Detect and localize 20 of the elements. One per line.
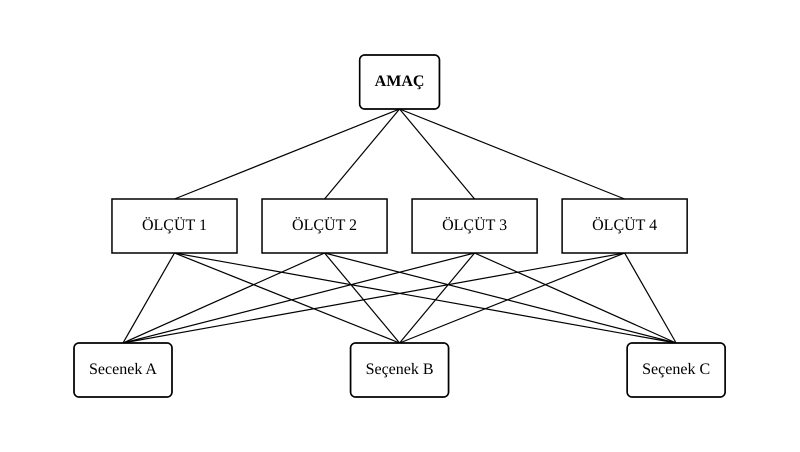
connector xyxy=(400,252,626,344)
node-box: ÖLÇÜT 4 xyxy=(562,198,688,254)
node-box: ÖLÇÜT 1 xyxy=(112,198,238,254)
connector xyxy=(174,252,400,344)
connector xyxy=(123,252,326,344)
connector xyxy=(324,252,677,344)
node-box: ÖLÇÜT 2 xyxy=(262,198,388,254)
connector xyxy=(123,252,626,344)
connector xyxy=(122,252,176,344)
connector xyxy=(123,252,476,344)
node-box: ÖLÇÜT 3 xyxy=(412,198,538,254)
connector xyxy=(624,252,678,344)
connector xyxy=(174,108,400,200)
connector xyxy=(324,252,400,344)
connector xyxy=(174,252,677,344)
connector xyxy=(400,108,626,200)
connector xyxy=(474,252,677,344)
connector xyxy=(324,108,400,200)
connector xyxy=(400,108,476,200)
connector xyxy=(400,252,476,344)
